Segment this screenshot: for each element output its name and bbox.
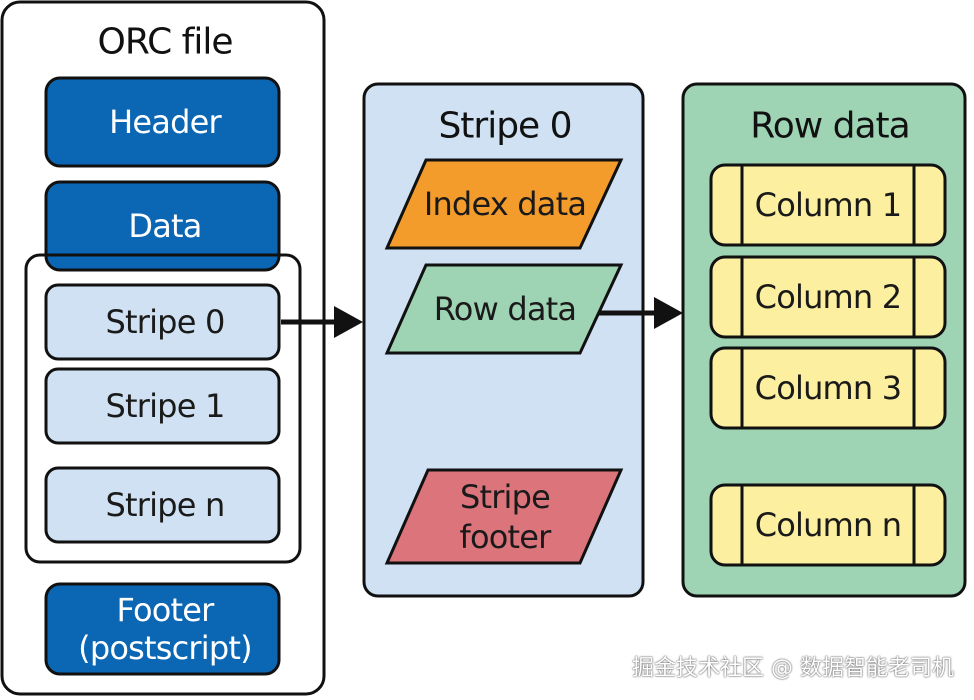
arrowhead-to-row-data-panel [654, 297, 683, 329]
row-data-block: Row data [384, 263, 624, 355]
column-3-block: Column 3 [709, 346, 947, 430]
column-2-block: Column 2 [709, 255, 947, 339]
column-n-label: Column n [755, 506, 902, 544]
stripe-detail-title: Stripe 0 [438, 106, 571, 147]
stripe-n-block: Stripe n [44, 466, 281, 544]
footer-label-line1: Footer [116, 591, 215, 629]
stripe-footer-label-line2: footer [459, 518, 552, 556]
stripe-1-block: Stripe 1 [44, 367, 281, 445]
header-label: Header [109, 103, 222, 141]
stripe-detail-panel: Stripe 0 Index data Row data Stripe foot… [362, 82, 645, 598]
header-block: Header [44, 76, 281, 168]
footer-label-line2: (postscript) [78, 629, 252, 667]
column-2-label: Column 2 [755, 278, 902, 316]
column-1-label: Column 1 [755, 186, 902, 224]
row-data-label: Row data [434, 290, 576, 328]
stripe-1-label: Stripe 1 [105, 387, 224, 425]
orc-file-panel: ORC file Header Data Stripe 0 Stripe 1 S… [0, 0, 326, 696]
footer-block: Footer (postscript) [44, 582, 281, 676]
data-block: Data [44, 180, 281, 272]
stripe-footer-block: Stripe footer [384, 468, 624, 565]
watermark: 掘金技术社区 @ 数据智能老司机 [632, 656, 954, 681]
stripes-container [24, 253, 302, 564]
column-1-block: Column 1 [709, 163, 947, 247]
column-n-block: Column n [709, 483, 947, 567]
stripe-footer-label-line1: Stripe [460, 478, 550, 516]
column-3-label: Column 3 [755, 369, 902, 407]
stripe-n-label: Stripe n [106, 486, 225, 524]
index-data-label: Index data [424, 185, 586, 223]
orc-file-title: ORC file [98, 22, 233, 63]
stripe-0-block: Stripe 0 [44, 283, 281, 361]
stripe-0-label: Stripe 0 [105, 303, 224, 341]
arrowhead-to-stripe-detail [334, 306, 363, 338]
row-data-panel: Row data Column 1 Column 2 Column 3 Colu… [681, 82, 967, 598]
data-label: Data [128, 207, 201, 245]
row-data-panel-title: Row data [750, 106, 909, 147]
index-data-block: Index data [384, 158, 624, 250]
